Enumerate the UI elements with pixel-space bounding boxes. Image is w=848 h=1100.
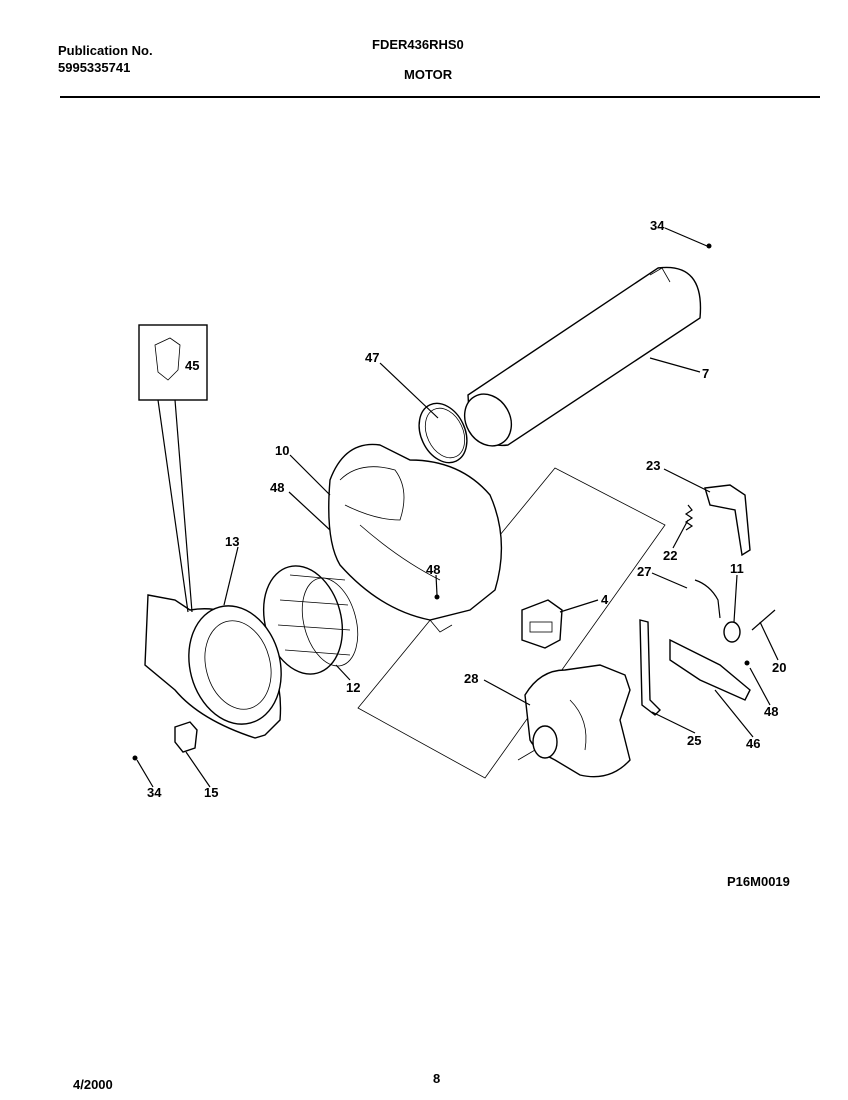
callout-27: 27: [637, 564, 651, 579]
screw-34-bottom: [132, 755, 138, 761]
part-15-thermostat: [174, 721, 198, 753]
callout-23: 23: [646, 458, 660, 473]
part-10-blower-housing: [328, 443, 503, 633]
part-28-motor: [517, 664, 631, 778]
screw-48-housing: [434, 594, 440, 600]
callout-46: 46: [746, 736, 760, 751]
callout-45: 45: [185, 358, 199, 373]
leader-lines: [136, 227, 779, 788]
callout-48-center: 48: [426, 562, 440, 577]
part-23-switch: [704, 484, 751, 557]
section-title: MOTOR: [404, 67, 453, 82]
callout-12: 12: [346, 680, 360, 695]
part-20-bolt: [751, 609, 776, 631]
page-number: 8: [433, 1071, 441, 1086]
publication-label: Publication No.: [58, 43, 153, 58]
callout-28: 28: [464, 671, 478, 686]
callout-22: 22: [663, 548, 677, 563]
callout-20: 20: [772, 660, 786, 675]
screw-48-mount: [744, 660, 750, 666]
callout-10: 10: [275, 443, 289, 458]
part-25-motor-mount: [639, 619, 751, 716]
part-7-duct-tube: [463, 266, 702, 447]
callout-34-top: 34: [650, 218, 665, 233]
callout-11: 11: [730, 561, 744, 576]
publication-number: 5995335741: [58, 60, 131, 75]
footer-date: 4/2000: [73, 1077, 113, 1092]
part-27-spring: [694, 579, 721, 619]
screw-34-top: [706, 243, 712, 249]
callout-47: 47: [365, 350, 379, 365]
part-13-blower-cover: [144, 594, 282, 739]
figure-code: P16M0019: [727, 874, 790, 889]
callout-48-mount: 48: [764, 704, 778, 719]
callout-15: 15: [204, 785, 218, 800]
part-11-pulley: [723, 621, 741, 643]
part-47-ring: [418, 402, 468, 464]
callout-4: 4: [601, 592, 609, 607]
callout-13: 13: [225, 534, 239, 549]
header-rule: [60, 96, 820, 98]
callout-25: 25: [687, 733, 701, 748]
part-45-inset: [138, 324, 208, 401]
callout-34-bottom: 34: [147, 785, 162, 800]
part-4-bracket: [521, 599, 563, 649]
callout-48-housing: 48: [270, 480, 284, 495]
callout-7: 7: [702, 366, 709, 381]
part-12-blower-wheel: [262, 565, 359, 675]
model-number: FDER436RHS0: [372, 37, 464, 52]
part-22-spring: [684, 504, 694, 531]
